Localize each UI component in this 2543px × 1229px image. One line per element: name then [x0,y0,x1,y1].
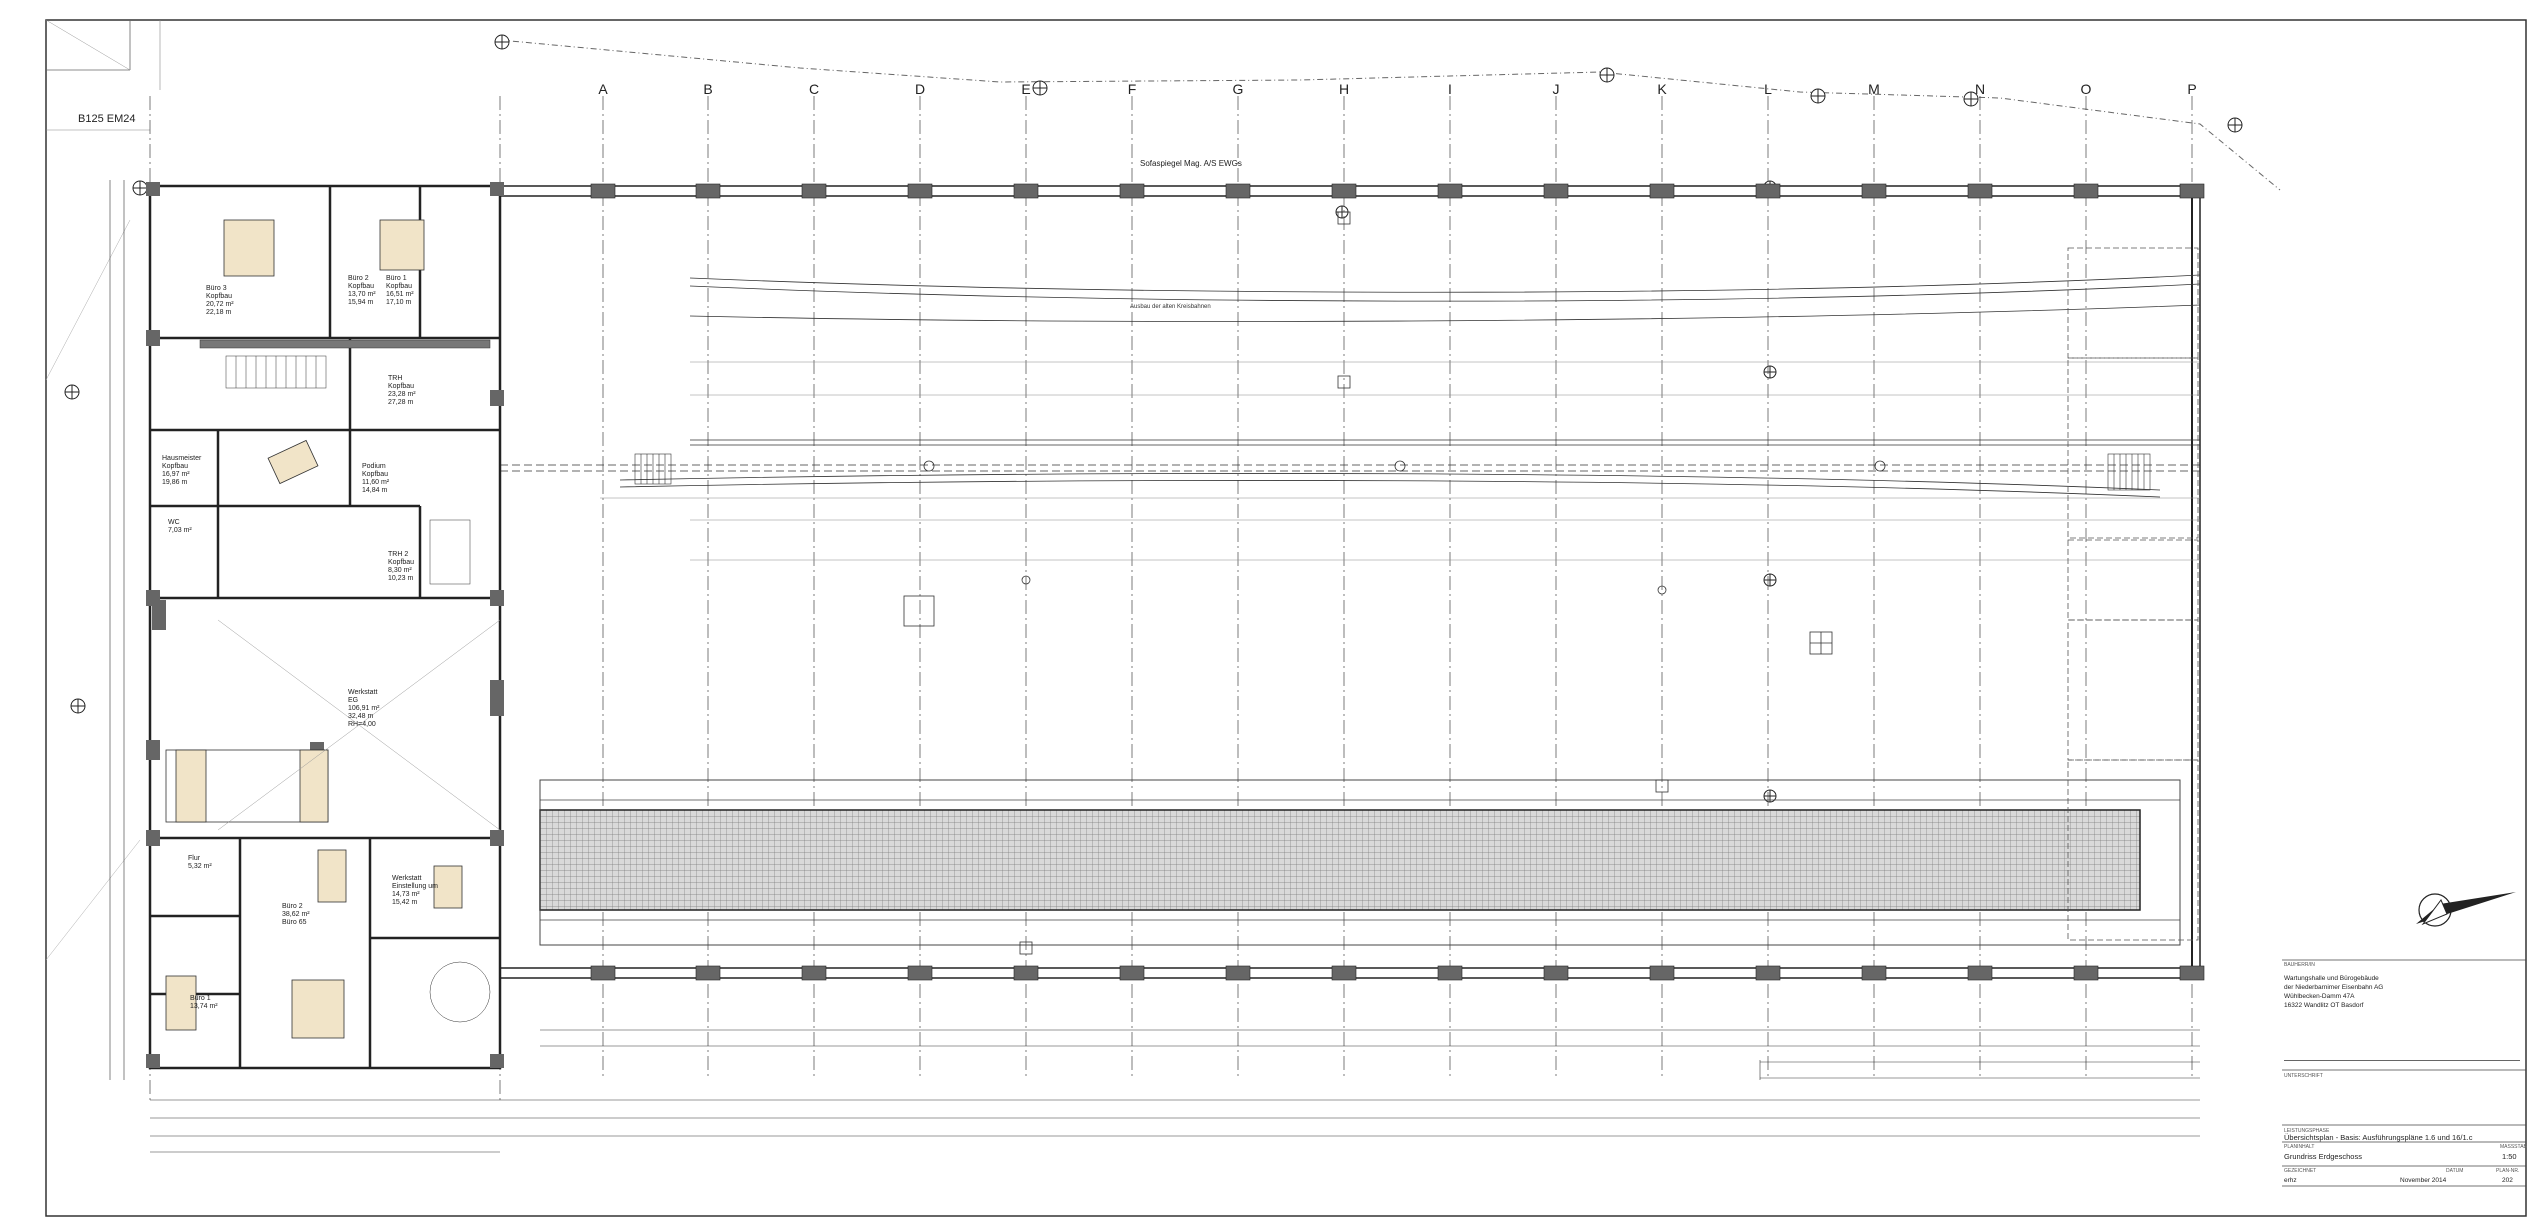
tb-client-line-1: Wartungshalle und Bürogebäude [2284,975,2379,982]
dimension-chains [109,180,2200,1153]
tb-client-line-3: Wühlbecken-Damm 47A [2284,993,2355,1000]
room-flur-label: Flur 5,32 m² [188,855,212,870]
stair-right [2107,453,2151,491]
tb-gezeichnet: erhz [2284,1177,2297,1184]
room-buero2-label: Büro 2 Kopfbau 13,70 m² 15,94 m [348,275,378,306]
office-wall-piers [146,182,504,1068]
tb-client-line-2: der Niederbarnimer Eisenbahn AG [2284,984,2384,991]
property-boundary [499,39,2281,191]
survey-points [64,34,2243,803]
room-werkstatt-label: Werkstatt EG 106,91 m² 32,48 m RH=4,00 [348,689,381,728]
axis-label-e: E [1021,81,1030,97]
room-buero3-label: Büro 3 Kopfbau 20,72 m² 22,18 m [206,285,236,316]
outer-wall-label: Sofaspiegel Mag. A/S EWGs [1140,159,1242,168]
stair-left [634,453,672,485]
tb-planinhalt-label: PLANINHALT [2284,1144,2315,1150]
tb-plannr: 202 [2502,1177,2513,1184]
tb-datum: November 2014 [2400,1177,2447,1184]
tb-datum-label: DATUM [2446,1168,2464,1174]
room-trh-label: TRH Kopfbau 23,28 m² 27,28 m [388,375,418,406]
tb-plan-title: Übersichtsplan - Basis: Ausführungspläne… [2284,1133,2473,1142]
room-podium-label: Podium Kopfbau 11,60 m² 14,84 m [362,463,391,494]
axis-label-b: B [703,81,712,97]
tb-planinhalt: Grundriss Erdgeschoss [2284,1152,2362,1161]
room-buero2-lower-label: Büro 2 38,62 m² Büro 65 [282,903,312,926]
room-buero1-label: Büro 1 Kopfbau 16,51 m² 17,10 m [386,275,416,306]
axis-label-i: I [1448,81,1452,97]
tb-gezeichnet-label: GEZEICHNET [2284,1168,2317,1174]
tb-phase-label: LEISTUNGSPHASE [2284,1128,2330,1134]
axis-label-l: L [1764,81,1772,97]
tb-massstab: 1:50 [2502,1152,2517,1161]
axis-label-h: H [1339,81,1349,97]
tb-plannr-label: PLAN-NR. [2496,1168,2520,1174]
office-block-walls [148,184,502,1070]
axis-label-m: M [1868,81,1880,97]
bus-stop-label: B125 EM24 [78,113,135,125]
room-labels: Büro 3 Kopfbau 20,72 m² 22,18 m Büro 2 K… [162,275,440,1010]
tb-massstab-label: MASSSTAB [2500,1144,2527,1150]
axis-label-j: J [1553,81,1560,97]
inspection-pit [539,809,2141,911]
rail-tracks [500,274,2201,561]
tb-client-line-4: 16322 Wandlitz OT Basdorf [2284,1002,2364,1009]
axis-label-a: A [598,81,608,97]
axis-label-g: G [1233,81,1244,97]
axis-label-f: F [1128,81,1137,97]
axis-label-k: K [1657,81,1667,97]
north-arrow-icon [2416,892,2516,927]
hall-fixtures [903,211,1886,955]
stairs-office [199,339,491,1023]
office-furniture [165,219,463,1039]
sheet-border [45,19,2527,1217]
room-trh2-label: TRH 2 Kopfbau 8,30 m² 10,23 m [388,551,416,582]
axis-label-n: N [1975,81,1985,97]
room-hausmeister-label: Hausmeister Kopfbau 16,97 m² 19,86 m [162,455,203,486]
hall-columns [590,183,2205,981]
tb-bauherr-label: BAUHERR/IN [2284,962,2315,968]
tb-signature-label: UNTERSCHRIFT [2284,1073,2323,1079]
axis-labels: A B C D E F G H I J K L M N O P [598,81,2196,97]
track-label: Ausbau der alten Kreisbahnen [1130,304,1211,310]
title-block-frame [2282,959,2526,1187]
axis-label-c: C [809,81,819,97]
axis-label-o: O [2081,81,2092,97]
right-platform-areas [2067,247,2199,941]
axis-label-d: D [915,81,925,97]
room-buero1-lower-label: Büro 1 13,74 m² [190,995,218,1010]
axis-label-p: P [2187,81,2196,97]
room-werkstatt2-label: Werkstatt Einstellung um 14,73 m² 15,42 … [392,875,440,906]
room-wc-label: WC 7,03 m² [168,519,192,534]
